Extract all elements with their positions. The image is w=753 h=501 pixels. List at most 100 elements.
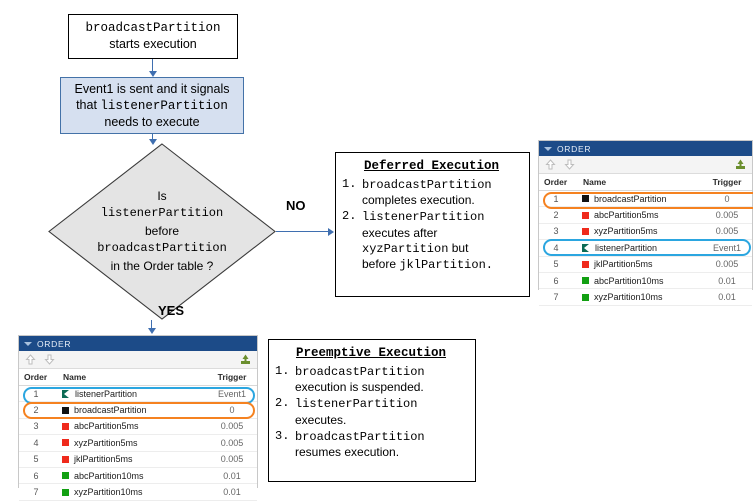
column-header-name[interactable]: Name	[583, 177, 607, 187]
column-header-trigger[interactable]: Trigger	[217, 372, 247, 382]
cell-name: xyzPartition10ms	[573, 292, 702, 302]
triangle-down-icon[interactable]	[24, 341, 32, 346]
partition-name-label: xyzPartition10ms	[74, 487, 143, 498]
cell-order: 4	[33, 437, 39, 448]
partition-color-swatch-icon	[62, 439, 69, 447]
table-row[interactable]: 7 xyzPartition10ms 0.01	[19, 484, 257, 501]
partition-name-label: jklPartition5ms	[594, 259, 653, 270]
cell-order: 3	[553, 226, 559, 237]
arrow-yes-branch	[151, 320, 153, 330]
branch-label-no: NO	[286, 198, 306, 213]
cell-order: 6	[33, 470, 39, 481]
cell-order: 1	[33, 388, 39, 399]
decision-diamond	[48, 143, 276, 320]
cell-trigger: 0.005	[220, 454, 244, 465]
cell-trigger: 0.005	[715, 210, 739, 221]
partition-name-label: abcPartition5ms	[74, 421, 139, 432]
flow-event-line1: Event1 is sent and it signals	[74, 81, 230, 96]
partition-name-label: broadcastPartition	[74, 405, 147, 416]
cell-order: 1	[553, 193, 559, 204]
flow-start-line2: starts execution	[109, 36, 197, 51]
cell-trigger: 0.01	[223, 470, 241, 481]
table-row[interactable]: 4 xyzPartition5ms 0.005	[19, 435, 257, 452]
partition-name-label: listenerPartition	[595, 242, 658, 253]
flow-event-line3: needs to execute	[104, 115, 200, 130]
arrowhead-no-branch	[328, 227, 334, 236]
preemptive-list: 1. broadcastPartition execution is suspe…	[275, 364, 467, 460]
cell-trigger: 0.005	[220, 421, 244, 432]
cell-trigger: 0.01	[223, 487, 241, 498]
panel-header[interactable]: ORDER	[539, 141, 752, 156]
partition-color-swatch-icon	[582, 211, 589, 219]
triangle-down-icon[interactable]	[544, 146, 552, 151]
export-icon[interactable]	[239, 353, 252, 366]
cell-trigger: 0.01	[718, 292, 736, 303]
export-icon[interactable]	[734, 158, 747, 171]
cell-order: 2	[553, 210, 559, 221]
cell-name: xyzPartition10ms	[53, 487, 207, 497]
flow-start-line1: broadcastPartition	[85, 20, 221, 35]
cell-order: 6	[553, 275, 559, 286]
column-header-trigger[interactable]: Trigger	[712, 177, 742, 187]
partition-name-label: abcPartition10ms	[74, 470, 144, 481]
list-item: 1. broadcastPartition execution is suspe…	[275, 364, 425, 395]
panel-title: ORDER	[37, 338, 72, 349]
branch-label-yes: YES	[158, 303, 185, 318]
list-item: 1. broadcastPartition completes executio…	[342, 177, 492, 208]
table-row[interactable]: 2 abcPartition5ms 0.005	[539, 207, 752, 224]
table-row[interactable]: 6 abcPartition10ms 0.01	[19, 467, 257, 485]
deferred-list: 1. broadcastPartition completes executio…	[342, 177, 521, 273]
column-header-order[interactable]: Order	[544, 177, 568, 187]
column-header-name[interactable]: Name	[63, 372, 87, 382]
arrow-down-icon[interactable]	[43, 353, 56, 366]
preemptive-title: Preemptive Execution	[295, 346, 447, 360]
arrow-no-branch	[276, 231, 329, 233]
cell-trigger: Event1	[217, 388, 247, 399]
flow-start-box: broadcastPartition starts execution	[68, 14, 238, 59]
arrowhead-yes-branch	[147, 328, 156, 334]
cell-name: xyzPartition5ms	[573, 226, 702, 236]
column-header-order[interactable]: Order	[24, 372, 48, 382]
cell-order: 5	[553, 259, 559, 270]
preemptive-execution-box: Preemptive Execution 1. broadcastPartiti…	[268, 339, 476, 482]
partition-color-swatch-icon	[582, 195, 589, 203]
cell-trigger: 0.005	[715, 226, 739, 237]
cell-name: xyzPartition5ms	[53, 438, 207, 448]
panel-title: ORDER	[557, 143, 592, 154]
table-column-header: Order Name Trigger	[539, 174, 752, 191]
table-row[interactable]: 3 xyzPartition5ms 0.005	[539, 223, 752, 241]
flow-event-line2: that listenerPartition	[76, 97, 228, 113]
arrowhead-event-to-decision	[148, 139, 157, 145]
partition-color-swatch-icon	[582, 227, 589, 235]
table-column-header: Order Name Trigger	[19, 369, 257, 386]
partition-name-label: xyzPartition5ms	[594, 226, 658, 237]
deferred-execution-box: Deferred Execution 1. broadcastPartition…	[335, 152, 530, 297]
partition-color-swatch-icon	[62, 455, 69, 463]
partition-name-label: jklPartition5ms	[74, 454, 133, 465]
cell-trigger: Event1	[712, 242, 742, 253]
arrow-down-icon[interactable]	[563, 158, 576, 171]
arrow-up-icon[interactable]	[544, 158, 557, 171]
table-row[interactable]: 7 xyzPartition10ms 0.01	[539, 289, 752, 306]
cell-name: abcPartition10ms	[53, 471, 207, 481]
cell-order: 7	[33, 487, 39, 498]
cell-order: 7	[553, 292, 559, 303]
cell-order: 2	[33, 405, 39, 416]
panel-header[interactable]: ORDER	[19, 336, 257, 351]
cell-trigger: 0.005	[220, 437, 244, 448]
cell-name: abcPartition5ms	[573, 210, 702, 220]
arrow-up-icon[interactable]	[24, 353, 37, 366]
arrow-start-to-event	[152, 59, 154, 72]
